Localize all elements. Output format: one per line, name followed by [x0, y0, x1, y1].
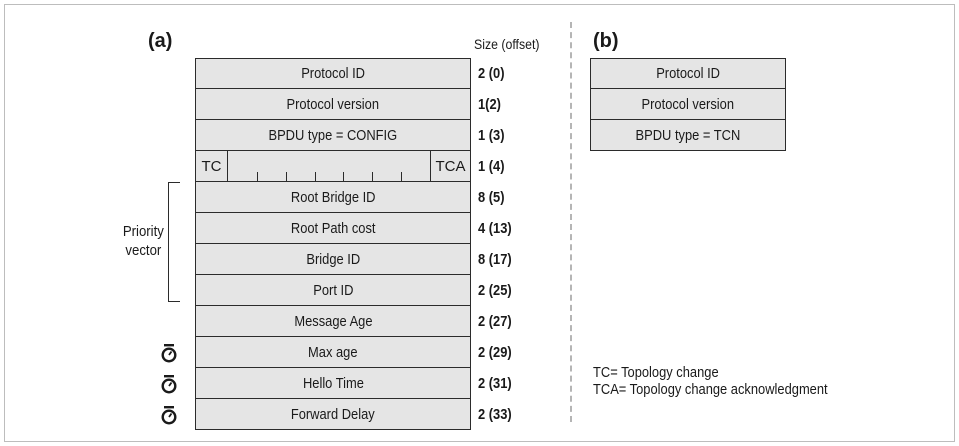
field-name: Max age [308, 343, 358, 361]
bpdu-field: BPDU type = CONFIG [195, 120, 471, 151]
field-size: 2 (0) [478, 65, 505, 82]
stopwatch-icon [161, 406, 177, 425]
field-size: 2 (29) [478, 344, 512, 361]
stopwatch-icon [161, 375, 177, 394]
field-name: Port ID [312, 281, 354, 299]
legend: TC= Topology change TCA= Topology change… [593, 364, 828, 398]
field-size: 4 (13) [478, 220, 512, 237]
field-size: 8 (17) [478, 251, 512, 268]
field-size: 2 (25) [478, 282, 512, 299]
field-name: Root Bridge ID [290, 188, 376, 206]
bpdu-field: Root Bridge ID [195, 182, 471, 213]
field-size: 2 (33) [478, 406, 512, 423]
figure-frame [4, 4, 955, 442]
field-name: Bridge ID [306, 250, 360, 268]
bpdu-field: Max age [195, 337, 471, 368]
legend-tca: TCA= Topology change acknowledgment [593, 381, 828, 398]
bpdu-field: Port ID [195, 275, 471, 306]
priority-vector-label: Priority vector [119, 222, 168, 260]
field-name: BPDU type = TCN [635, 126, 741, 144]
field-name: Protocol version [286, 95, 380, 113]
field-size: 8 (5) [478, 189, 505, 206]
field-size: 1 (4) [478, 158, 505, 175]
tcn-bpdu-field: BPDU type = TCN [590, 120, 786, 151]
bpdu-field: Root Path cost [195, 213, 471, 244]
field-size: 1 (3) [478, 127, 505, 144]
field-name: Message Age [293, 312, 373, 330]
field-name: Protocol ID [656, 65, 720, 82]
panel-divider [570, 22, 572, 422]
bpdu-field: Protocol version [195, 89, 471, 120]
bpdu-field: Hello Time [195, 368, 471, 399]
flags-field: TC TCA [195, 151, 471, 182]
field-name: BPDU type = CONFIG [268, 126, 398, 144]
bpdu-field: Protocol ID [195, 58, 471, 89]
flag-bits [228, 151, 430, 181]
flag-tca: TCA [430, 151, 470, 181]
legend-tc: TC= Topology change [593, 364, 719, 381]
field-size: 1(2) [478, 96, 501, 113]
bpdu-field: Forward Delay [195, 399, 471, 430]
field-size: 2 (27) [478, 313, 512, 330]
field-name: Forward Delay [291, 405, 375, 423]
bpdu-field: Bridge ID [195, 244, 471, 275]
field-name: Hello Time [302, 374, 364, 392]
panel-a-label: (a) [148, 30, 173, 52]
bit-tick [285, 172, 287, 181]
field-name: Protocol version [641, 95, 735, 113]
size-offset-header: Size (offset) [474, 36, 540, 52]
flag-tc: TC [196, 151, 228, 181]
priority-vector-line1: Priority [122, 223, 164, 240]
bpdu-field: Message Age [195, 306, 471, 337]
panel-b-label: (b) [593, 30, 619, 52]
bit-tick [314, 172, 316, 181]
field-name: Protocol ID [301, 65, 365, 82]
stopwatch-icon [161, 344, 177, 363]
bit-tick [343, 172, 345, 181]
bit-tick [256, 172, 258, 181]
tcn-bpdu-field: Protocol ID [590, 58, 786, 89]
bit-tick [372, 172, 374, 181]
tcn-bpdu-field: Protocol version [590, 89, 786, 120]
field-name: Root Path cost [290, 219, 376, 237]
priority-vector-brace [168, 182, 180, 302]
field-size: 2 (31) [478, 375, 512, 392]
bit-tick [401, 172, 403, 181]
priority-vector-line2: vector [125, 242, 162, 259]
